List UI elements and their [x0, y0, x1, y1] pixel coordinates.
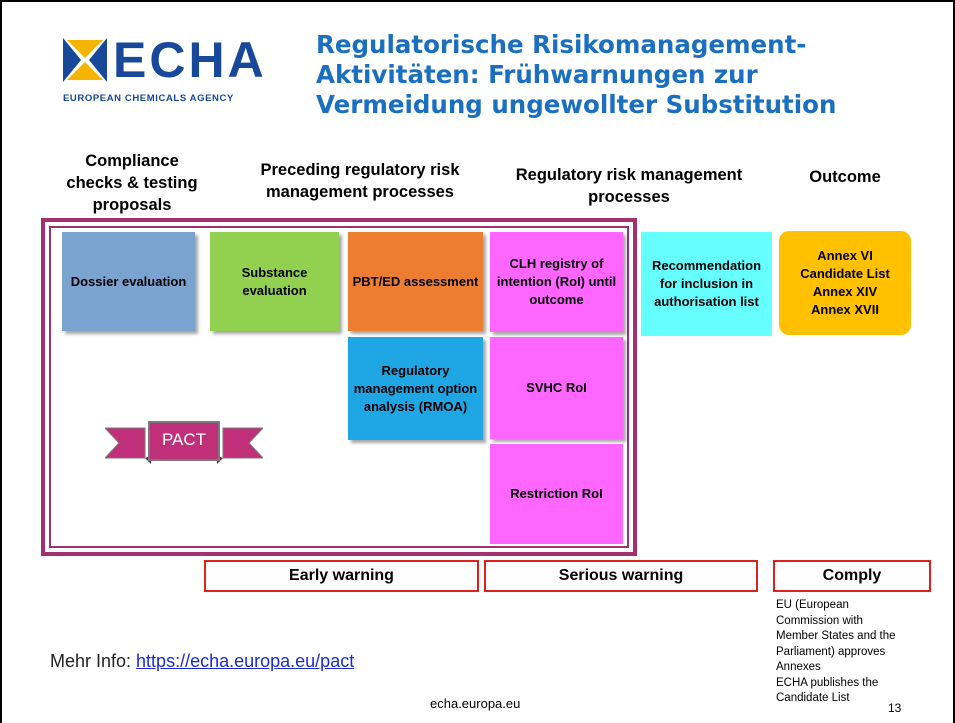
- echa-logo-mark-icon: [63, 38, 107, 82]
- column-heading-regulatory: Regulatory risk management processes: [515, 166, 743, 206]
- outcome-annexes-box: Annex VI Candidate List Annex XIV Annex …: [779, 231, 911, 335]
- recommendation-box: Recommendation for inclusion in authoris…: [641, 232, 772, 336]
- title-line-1: Regulatorische Risikomanagement-: [316, 30, 807, 59]
- svhc-roi-box: SVHC RoI: [490, 337, 623, 439]
- dossier-evaluation-box: Dossier evaluation: [62, 232, 195, 331]
- pact-ribbon-icon: [103, 421, 265, 464]
- outcome-line-annex-xiv: Annex XIV: [812, 284, 878, 299]
- title-line-3: Vermeidung ungewollter Substitution: [316, 90, 837, 119]
- column-heading-preceding: Preceding regulatory risk management pro…: [260, 161, 460, 201]
- outcome-line-candidate-list: Candidate List: [800, 266, 890, 281]
- comply-note-line: EU (European: [776, 599, 849, 611]
- restriction-roi-box: Restriction RoI: [490, 444, 623, 544]
- column-heading-compliance: Compliance checks & testing proposals: [66, 152, 198, 214]
- comply-note-line: Parliament) approves: [776, 645, 886, 658]
- outcome-line-annex-vi: Annex VI: [817, 248, 873, 263]
- early-warning-frame-inner: [49, 226, 629, 548]
- comply-label: Comply: [773, 560, 931, 592]
- pact-ribbon: PACT: [103, 418, 265, 468]
- logo-wordmark: ECHA: [113, 32, 267, 88]
- outcome-line-annex-xvii: Annex XVII: [811, 302, 879, 317]
- comply-note-line: Member States and the: [776, 630, 896, 642]
- column-heading-outcome: Outcome: [809, 168, 881, 186]
- footer-url: echa.europa.eu: [430, 696, 521, 711]
- pact-label: PACT: [161, 430, 207, 449]
- early-warning-label: Early warning: [204, 560, 479, 592]
- rmoa-box: Regulatory management option analysis (R…: [348, 337, 483, 440]
- substance-evaluation-box: Substance evaluation: [210, 232, 339, 331]
- comply-note-line: Commission with: [776, 614, 863, 627]
- more-info-label: Mehr Info:: [50, 651, 137, 671]
- page-title: Regulatorische Risikomanagement- Aktivit…: [316, 30, 916, 120]
- pbt-ed-assessment-box: PBT/ED assessment: [348, 232, 483, 331]
- serious-warning-label: Serious warning: [484, 560, 758, 592]
- echa-logo: ECHA EUROPEAN CHEMICALS AGENCY: [63, 34, 283, 108]
- logo-subtitle: EUROPEAN CHEMICALS AGENCY: [63, 93, 234, 104]
- page-number: 13: [888, 701, 902, 715]
- title-line-2: Aktivitäten: Frühwarnungen zur: [316, 60, 758, 89]
- comply-note-line: Annexes: [776, 661, 821, 673]
- clh-roi-box: CLH registry of intention (RoI) until ou…: [490, 232, 623, 332]
- comply-note-line: Candidate List: [776, 692, 850, 704]
- comply-note-line: ECHA publishes the: [776, 676, 879, 689]
- pact-link[interactable]: https://echa.europa.eu/pact: [136, 651, 355, 671]
- comply-note: EU (European Commission with Member Stat…: [776, 598, 936, 707]
- more-info: Mehr Info: https://echa.europa.eu/pact: [50, 651, 354, 672]
- early-warning-frame-outer: [41, 218, 637, 556]
